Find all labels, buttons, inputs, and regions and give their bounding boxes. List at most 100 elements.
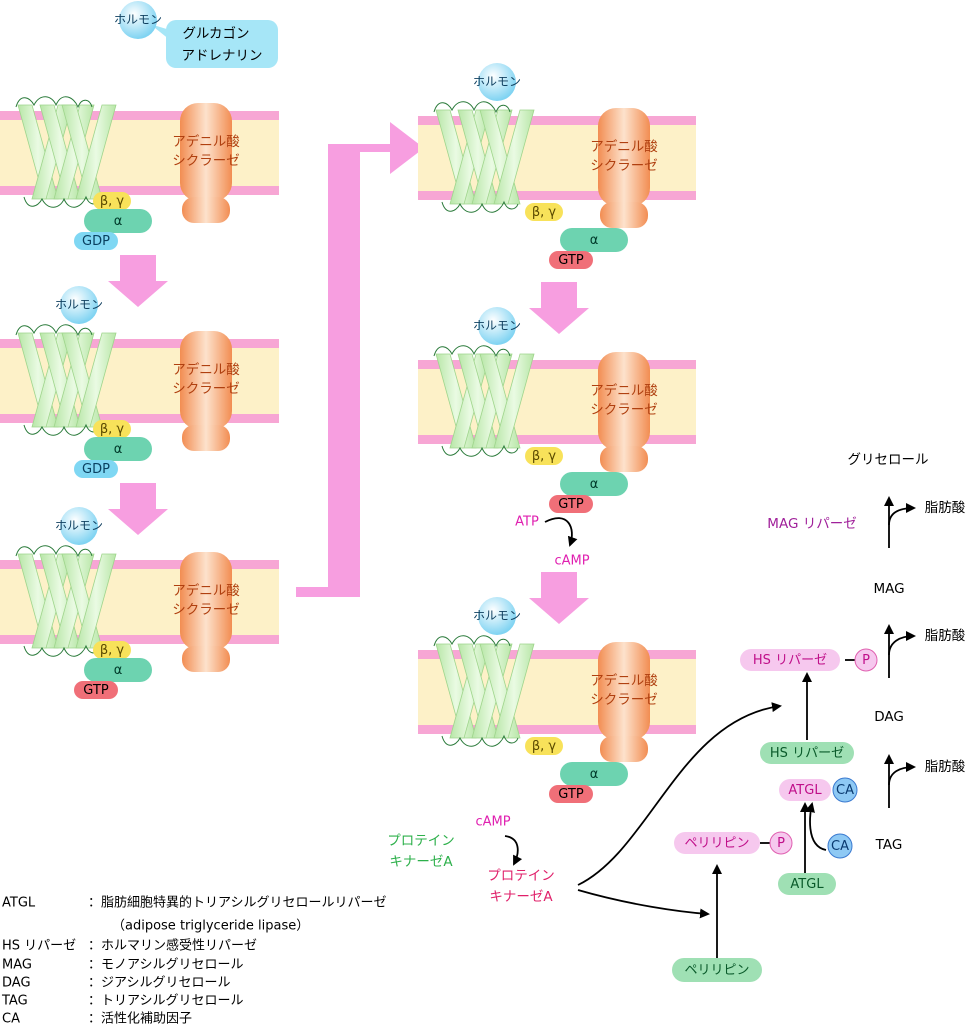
fatty-acid-label-3: 脂肪酸 (925, 759, 966, 775)
hormone-circle (60, 286, 98, 324)
enzyme-tail (600, 446, 648, 472)
receptor-helix (471, 109, 513, 205)
membrane-outer-leaflet (0, 560, 279, 569)
hs-lipase-phospho-shape (740, 649, 840, 671)
receptor-loop-inner (441, 734, 519, 747)
mag-fatty-acid-branch (888, 503, 916, 526)
hs-lipase-phospho: HS リパーゼ (740, 649, 840, 671)
hormone-circle (60, 507, 98, 545)
gtp: GTP (549, 251, 593, 269)
ca-release-arrow (805, 802, 827, 851)
g-alpha: α (560, 762, 628, 786)
receptor-helix (53, 332, 95, 428)
membrane-inner-leaflet (418, 435, 696, 444)
legend-abbr: ATGL (2, 896, 36, 911)
camp-label: cAMP (554, 554, 589, 569)
gdp-text: GDP (82, 234, 110, 249)
abbreviation-legend: ATGL：脂肪細胞特異的トリアシルグリセロールリパーゼ（adipose trig… (1, 895, 386, 1024)
receptor-helix (75, 553, 117, 649)
atp-to-camp-arrow (544, 517, 578, 547)
tag-label: TAG (875, 837, 903, 853)
pka-active-line2: キナーゼA (489, 889, 553, 905)
gdp-shape (74, 460, 118, 478)
perilipin-phospho: ペリリピン (674, 832, 760, 854)
enzyme-body (598, 642, 650, 740)
receptor (15, 324, 117, 436)
g-alpha: α (84, 437, 152, 461)
flow-arrow-down-3 (529, 282, 589, 334)
enzyme-tail (600, 202, 648, 228)
receptor-loop-inner (23, 644, 101, 657)
membrane-inner-leaflet (418, 191, 696, 200)
g-beta-gamma-text: β, γ (532, 449, 557, 464)
gtp: GTP (74, 681, 118, 699)
g-alpha-shape (560, 228, 628, 252)
g-beta-gamma: β, γ (525, 203, 563, 221)
hs-lipase-text: HS リパーゼ (770, 746, 844, 761)
hs-lipase: HS リパーゼ (760, 742, 854, 764)
enzyme-name-line1: アデニル酸 (590, 672, 658, 689)
gdp-text: GDP (82, 462, 110, 477)
membrane-inner-leaflet (0, 186, 279, 195)
dag-fatty-acid-branch (888, 631, 916, 656)
receptor (433, 635, 535, 747)
g-beta-gamma: β, γ (525, 447, 563, 465)
membrane-outer-leaflet (0, 111, 279, 120)
perilipin-phospho-shape (674, 832, 760, 854)
hormone-type-glucagon: グルカゴン (182, 25, 249, 42)
enzyme-name-line1: アデニル酸 (172, 582, 240, 599)
atgl-inactive-shape (778, 873, 836, 895)
legend-desc: ：脂肪細胞特異的トリアシルグリセロールリパーゼ (88, 895, 386, 911)
receptor-helix (493, 109, 535, 205)
mag-lipase-label: MAG リパーゼ (767, 516, 856, 532)
g-beta-gamma-shape (525, 203, 563, 221)
legend-desc: ：ジアシルグリセロール (88, 976, 230, 991)
phosphate-1: P (854, 648, 878, 672)
atp-label: ATP (515, 515, 539, 530)
receptor-loop-outer (15, 96, 93, 109)
gtp-shape (74, 681, 118, 699)
hormone-type-adrenaline: アドレナリン (182, 48, 263, 64)
receptor-helix (471, 643, 513, 739)
perilipin-shape (672, 958, 762, 982)
g-beta-gamma: β, γ (93, 641, 131, 659)
receptor (433, 345, 535, 457)
perilipin: ペリリピン (672, 958, 762, 982)
flow-arrow-elbow (296, 122, 424, 597)
legend-abbr: DAG (2, 976, 31, 991)
receptor (433, 101, 535, 213)
enzyme-name-line1: アデニル酸 (172, 361, 240, 378)
tag-fatty-acid-branch (888, 762, 916, 786)
flow-arrow-down-2 (108, 483, 168, 535)
enzyme-tail (182, 646, 230, 672)
legend-abbr: CA (2, 1012, 20, 1024)
receptor-helix (493, 353, 535, 449)
perilipin-text: ペリリピン (684, 963, 749, 978)
g-alpha: α (84, 658, 152, 682)
g-alpha-text: α (114, 442, 123, 457)
g-beta-gamma-text: β, γ (532, 739, 557, 754)
receptor-loop-outer (433, 101, 511, 114)
receptor-helix (53, 553, 95, 649)
pka-to-hs-lipase-arrow (577, 702, 782, 886)
receptor-loop-outer (15, 324, 93, 337)
receptor-loop-inner (23, 423, 101, 436)
hormone: ホルモン (473, 597, 521, 635)
gtp-text: GTP (558, 497, 584, 512)
enzyme-body (598, 108, 650, 206)
phosphate-1-shape (854, 648, 878, 672)
g-beta-gamma: β, γ (93, 420, 131, 438)
enzyme-name-line2: シクラーゼ (172, 602, 240, 618)
g-beta-gamma-shape (93, 641, 131, 659)
membrane-inner-leaflet (418, 725, 696, 734)
g-alpha-shape (84, 658, 152, 682)
phosphate-2-shape (769, 831, 793, 855)
ca-bound: CA (832, 777, 858, 803)
hormone-label: ホルモン (114, 13, 162, 27)
enzyme-tail (600, 736, 648, 762)
atgl-active-text: ATGL (788, 783, 822, 798)
